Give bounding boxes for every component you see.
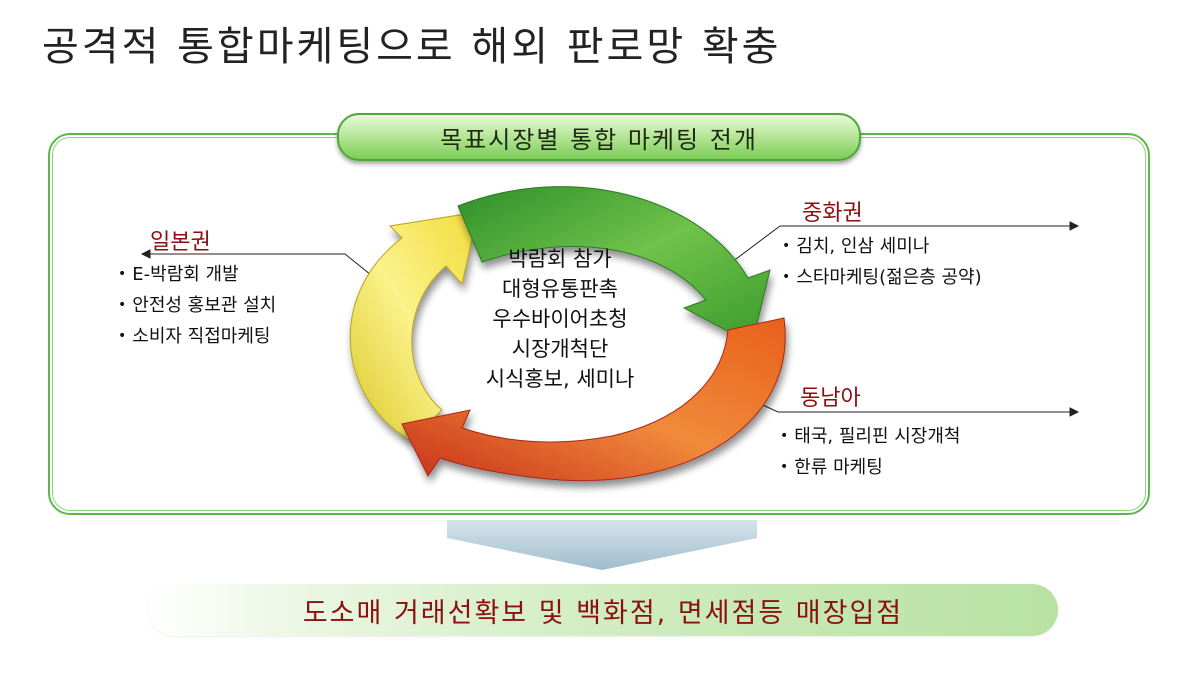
page-title: 공격적 통합마케팅으로 해외 판로망 확충 <box>42 24 782 70</box>
region-title-china: 중화권 <box>802 201 863 226</box>
china-list: 김치, 인삼 세미나 스타마케팅(젊은층 공약) <box>782 232 982 294</box>
list-item: 안전성 홍보관 설치 <box>118 291 276 322</box>
list-item: E-박람회 개발 <box>118 260 276 291</box>
japan-list: E-박람회 개발 안전성 홍보관 설치 소비자 직접마케팅 <box>118 260 276 353</box>
section-title: 목표시장별 통합 마케팅 전개 <box>337 113 861 161</box>
center-line: 우수바이어초청 <box>492 307 628 331</box>
list-item: 한류 마케팅 <box>780 453 960 484</box>
list-item: 김치, 인삼 세미나 <box>782 232 982 263</box>
result-bar: 도소매 거래선확보 및 백화점, 면세점등 매장입점 <box>148 584 1058 636</box>
region-title-sea: 동남아 <box>800 386 861 411</box>
center-line: 시장개척단 <box>511 337 609 361</box>
down-arrow-icon <box>447 520 757 570</box>
list-item: 태국, 필리핀 시장개척 <box>780 422 960 453</box>
center-line: 박람회 참가 <box>508 247 612 271</box>
center-line: 대형유통판촉 <box>502 277 618 301</box>
center-activities: 박람회 참가 대형유통판촉 우수바이어초청 시장개척단 시식홍보, 세미나 <box>440 244 680 394</box>
center-line: 시식홍보, 세미나 <box>485 367 635 391</box>
list-item: 소비자 직접마케팅 <box>118 322 276 353</box>
sea-list: 태국, 필리핀 시장개척 한류 마케팅 <box>780 422 960 484</box>
list-item: 스타마케팅(젊은층 공약) <box>782 263 981 294</box>
region-title-japan: 일본권 <box>150 230 211 255</box>
